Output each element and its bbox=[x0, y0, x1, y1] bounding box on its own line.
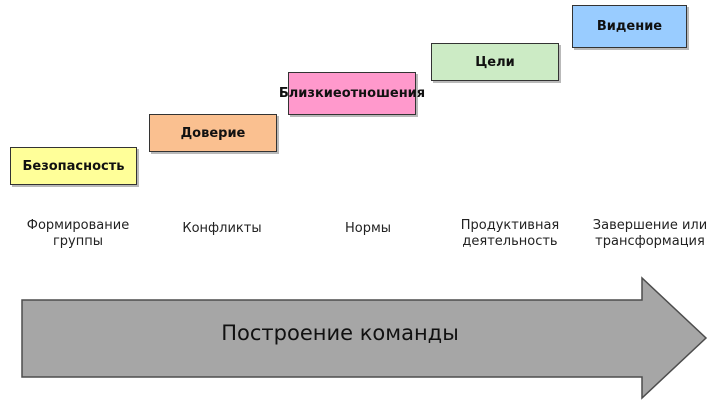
stage-line: группы bbox=[52, 234, 104, 249]
stage-line: Нормы bbox=[344, 221, 392, 236]
step-box-safety: Безопасность bbox=[10, 147, 137, 185]
step-label: Видение bbox=[596, 19, 663, 34]
step-box-vision: Видение bbox=[572, 5, 687, 48]
step-label: Цели bbox=[475, 54, 515, 70]
stage-performing: Продуктивная деятельность bbox=[440, 218, 580, 250]
arrow-shape bbox=[21, 276, 708, 400]
step-label: отношения bbox=[341, 86, 426, 101]
step-label: Близкие bbox=[278, 86, 342, 101]
stage-line: деятельность bbox=[462, 234, 558, 249]
stage-line: Продуктивная bbox=[460, 218, 560, 233]
stage-line: трансформация bbox=[595, 234, 705, 249]
arrow-label: Построение команды bbox=[221, 321, 459, 345]
step-box-close-relations: Близкие отношения bbox=[279, 72, 425, 115]
stage-line: Завершение или bbox=[592, 218, 708, 233]
stage-forming: Формирование группы bbox=[8, 218, 148, 250]
stage-norming: Нормы bbox=[298, 221, 438, 237]
stage-line: Конфликты bbox=[182, 221, 262, 236]
stage-line: Формирование bbox=[26, 218, 130, 233]
step-box-trust: Доверие bbox=[149, 114, 277, 152]
step-label: Безопасность bbox=[22, 158, 125, 174]
step-box-goals: Цели bbox=[431, 43, 559, 81]
step-label: Доверие bbox=[180, 125, 246, 141]
stage-adjourning: Завершение или трансформация bbox=[580, 218, 711, 250]
stage-storming: Конфликты bbox=[152, 221, 292, 237]
